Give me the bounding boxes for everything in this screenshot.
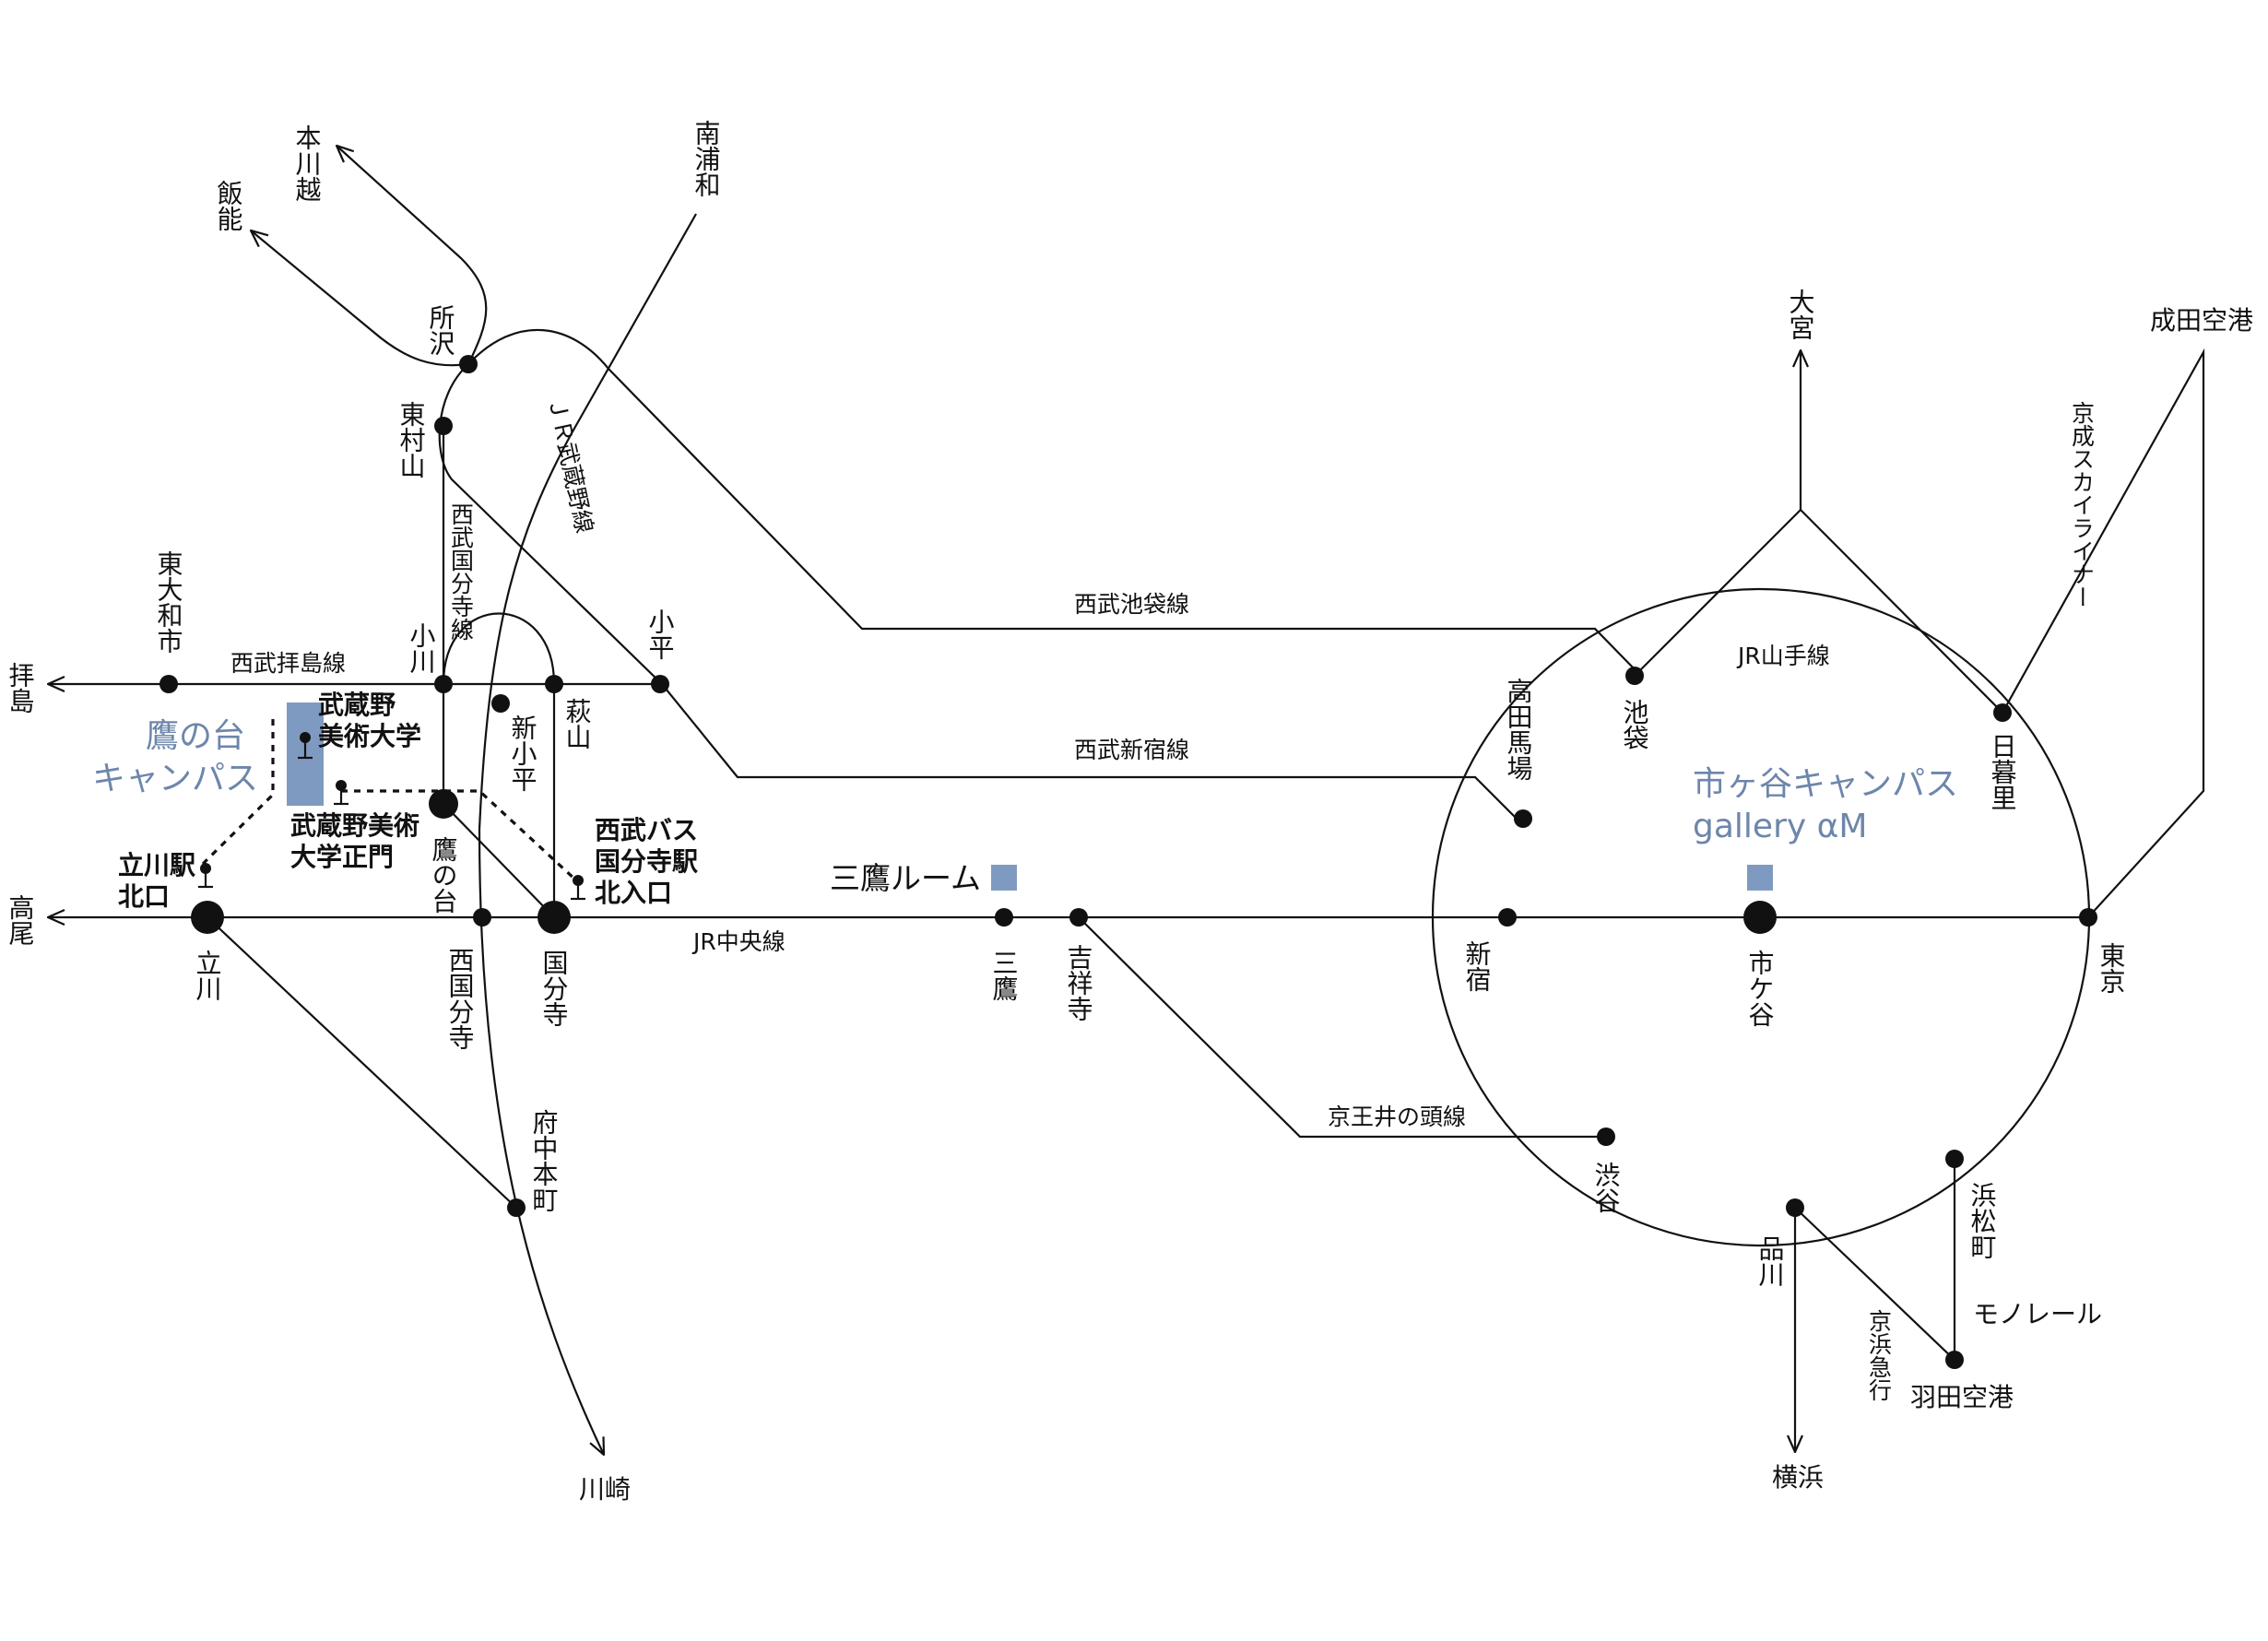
station-higashimurayama: 東村山 — [396, 401, 427, 478]
station-hagiyama: 萩山 — [562, 698, 593, 750]
stop-labels: 武蔵野美術大学 武蔵野美術大学正門 立川駅北口 西武バス国分寺駅北入口 — [118, 690, 698, 912]
stop-seibu-bus: 西武バス国分寺駅北入口 — [595, 815, 698, 908]
station-hanno: 飯能 — [214, 180, 244, 231]
jr-musashino-line — [478, 213, 697, 1455]
mitaka-room-marker — [991, 865, 1017, 891]
seibu-shinjuku-line — [467, 328, 1635, 669]
label-keisei-skyliner: 京成スカイライナー — [2069, 401, 2096, 608]
musabi-stop-pin — [298, 732, 313, 760]
label-seibu-haijima: 西武拝島線 — [230, 650, 346, 677]
stop-musabi-gate: 武蔵野美術大学正門 — [290, 810, 419, 872]
label-seibu-ikebukuro: 西武池袋線 — [1074, 591, 1189, 618]
station-kokubunji: 国分寺 — [539, 950, 570, 1027]
station-kawasaki: 川崎 — [579, 1474, 631, 1505]
station-fuchu-honmachi: 府中本町 — [529, 1109, 560, 1212]
keisei-skyliner-line — [2002, 348, 2205, 918]
station-shinjuku: 新宿 — [1462, 940, 1493, 992]
seibu-kokubunji-line — [442, 426, 555, 918]
station-haijima: 拝島 — [6, 662, 36, 714]
station-ikebukuro: 池袋 — [1620, 699, 1650, 750]
seibu-ikebukuro-line — [438, 363, 1522, 824]
stop-musabi-l2: 美術大学 — [318, 721, 421, 751]
station-mitaka: 三鷹 — [989, 950, 1020, 1001]
label-seibu-shinjuku: 西武新宿線 — [1074, 737, 1189, 763]
station-ogawa: 小川 — [407, 622, 437, 674]
ichigaya-campus-line2: gallery αM — [1693, 808, 1867, 845]
station-takao: 高尾 — [6, 894, 36, 946]
ichigaya-campus-line1: 市ヶ谷キャンパス — [1693, 765, 1958, 803]
station-nippori: 日暮里 — [1988, 733, 2018, 810]
musabi-gate-pin — [334, 780, 348, 806]
stop-musabi-l1: 武蔵野 — [318, 690, 396, 720]
ichigaya-campus-marker — [1747, 865, 1773, 891]
line-labels: ＪＲ武蔵野線 西武国分寺線 西武拝島線 西武池袋線 西武新宿線 JR中央線 京王… — [230, 395, 2102, 1401]
label-seibu-kokubunji: 西武国分寺線 — [448, 502, 475, 641]
station-kichijoji: 吉祥寺 — [1064, 944, 1094, 1021]
station-haneda: 羽田空港 — [1910, 1382, 2014, 1412]
station-nishi-kokubunji: 西国分寺 — [445, 947, 476, 1050]
station-yokohama: 横浜 — [1772, 1462, 1824, 1493]
seibu-bus-pin — [571, 875, 585, 901]
station-narita: 成田空港 — [2150, 305, 2253, 336]
campus-labels: 鷹の台 キャンパス 市ヶ谷キャンパス gallery αM 三鷹ルーム — [92, 717, 1958, 896]
station-ichigaya: 市ケ谷 — [1745, 950, 1776, 1027]
hon-kawagoe-branch — [337, 146, 488, 365]
station-tachikawa: 立川 — [193, 950, 223, 1001]
mitaka-room-label: 三鷹ルーム — [830, 860, 981, 896]
stop-tachikawa-north: 立川駅北口 — [118, 850, 195, 912]
station-kodaira: 小平 — [645, 608, 676, 660]
keio-inokashira-line — [1078, 916, 1606, 1139]
station-minami-urawa: 南浦和 — [691, 120, 722, 197]
label-jr-yamanote: JR山手線 — [1736, 643, 1830, 669]
station-dots — [159, 355, 2097, 1369]
station-takadanobaba: 高田馬場 — [1504, 678, 1534, 781]
station-tokorozawa: 所沢 — [426, 304, 456, 356]
hanno-branch — [251, 230, 469, 367]
label-keio-inokashira: 京王井の頭線 — [1328, 1104, 1466, 1130]
label-monorail: モノレール — [1973, 1299, 2102, 1329]
station-hamamatsucho: 浜松町 — [1967, 1182, 1998, 1259]
station-labels: 本川越 飯能 所沢 東村山 南浦和 東大和市 小川 小平 新小平 萩山 鷹の台 … — [6, 120, 2254, 1505]
station-takanodai: 鷹の台 — [429, 836, 459, 914]
station-hon-kawagoe: 本川越 — [292, 124, 323, 202]
takanodai-campus-line2: キャンパス — [92, 760, 258, 797]
station-higashiyamato: 東大和市 — [154, 550, 184, 654]
station-tokyo: 東京 — [2097, 942, 2127, 994]
takanodai-campus-line1: 鷹の台 — [146, 717, 245, 755]
label-keikyu: 京浜急行 — [1866, 1309, 1893, 1401]
bus-stops — [198, 732, 585, 901]
label-jr-chuo: JR中央線 — [691, 928, 786, 955]
rail-lines — [48, 146, 2205, 1455]
station-omiya: 大宮 — [1786, 289, 1816, 340]
station-shinagawa: 品川 — [1755, 1235, 1786, 1287]
stop-musabi: 武蔵野美術大学 — [318, 690, 421, 751]
omiya-branch — [1634, 508, 2003, 714]
station-shin-kodaira: 新小平 — [508, 714, 538, 792]
tachikawa-north-pin — [198, 863, 213, 889]
nambu-line — [207, 916, 517, 1209]
label-jr-musashino: ＪＲ武蔵野線 — [543, 395, 598, 536]
station-shibuya: 渋谷 — [1591, 1162, 1622, 1213]
